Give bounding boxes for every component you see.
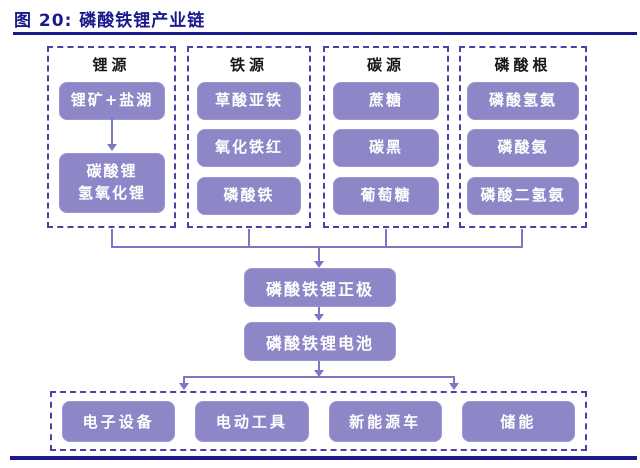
connector-line <box>318 307 320 315</box>
column-header: 锂源 <box>92 56 131 74</box>
connector-line <box>111 246 523 248</box>
node-lfp-battery: 磷酸铁锂电池 <box>244 322 396 361</box>
node-iron-phosphate: 磷酸铁 <box>197 177 301 215</box>
connector-line <box>111 118 113 145</box>
arrow-down-icon <box>179 383 189 390</box>
connector-line <box>183 376 185 384</box>
arrow-down-icon <box>314 314 324 321</box>
node-ferrous-oxalate: 草酸亚铁 <box>197 82 301 120</box>
node-ammonium-phosphate: 磷酸氨 <box>467 129 579 167</box>
connector-line <box>521 229 523 247</box>
applications-group: 电子设备 电动工具 新能源车 储能 <box>50 391 587 451</box>
node-electronic-devices: 电子设备 <box>62 400 176 442</box>
source-column-iron: 铁源 草酸亚铁 氧化铁红 磷酸铁 <box>187 46 311 228</box>
connector-line <box>453 376 455 384</box>
arrow-down-icon <box>449 383 459 390</box>
node-lithium-salts: 碳酸锂 氢氧化锂 <box>59 153 165 213</box>
node-ammonium-dihydrogen-phosphate: 磷酸二氢氨 <box>467 177 579 215</box>
arrow-down-icon <box>314 261 324 268</box>
node-new-energy-vehicles: 新能源车 <box>328 400 442 442</box>
title-divider <box>13 32 637 35</box>
column-header: 磷酸根 <box>494 56 552 74</box>
node-glucose: 葡萄糖 <box>333 177 439 215</box>
connector-line <box>183 376 455 378</box>
source-column-lithium: 锂源 锂矿+盐湖 碳酸锂 氢氧化锂 <box>47 46 176 228</box>
column-header: 铁源 <box>229 56 268 74</box>
connector-line <box>318 248 320 262</box>
source-column-phosphate: 磷酸根 磷酸氢氨 磷酸氨 磷酸二氢氨 <box>459 46 587 228</box>
bottom-divider <box>10 456 637 460</box>
node-power-tools: 电动工具 <box>195 400 309 442</box>
connector-line <box>318 361 320 371</box>
node-line: 碳酸锂 <box>86 162 138 181</box>
arrow-down-icon <box>107 144 117 151</box>
node-ammonium-hydrogen-phosphate: 磷酸氢氨 <box>467 82 579 120</box>
node-sucrose: 蔗糖 <box>333 82 439 120</box>
node-carbon-black: 碳黑 <box>333 129 439 167</box>
connector-line <box>248 229 250 247</box>
connector-line <box>385 229 387 247</box>
connector-line <box>111 229 113 247</box>
node-line: 氢氧化锂 <box>77 184 146 202</box>
node-lithium-ore: 锂矿+盐湖 <box>59 82 165 120</box>
source-column-carbon: 碳源 蔗糖 碳黑 葡萄糖 <box>323 46 449 228</box>
node-energy-storage: 储能 <box>461 400 575 442</box>
node-iron-oxide-red: 氧化铁红 <box>197 129 301 167</box>
column-header: 碳源 <box>366 56 405 74</box>
figure-title: 图 20: 磷酸铁锂产业链 <box>14 11 206 31</box>
node-lfp-cathode: 磷酸铁锂正极 <box>244 268 396 307</box>
arrow-down-icon <box>314 370 324 377</box>
